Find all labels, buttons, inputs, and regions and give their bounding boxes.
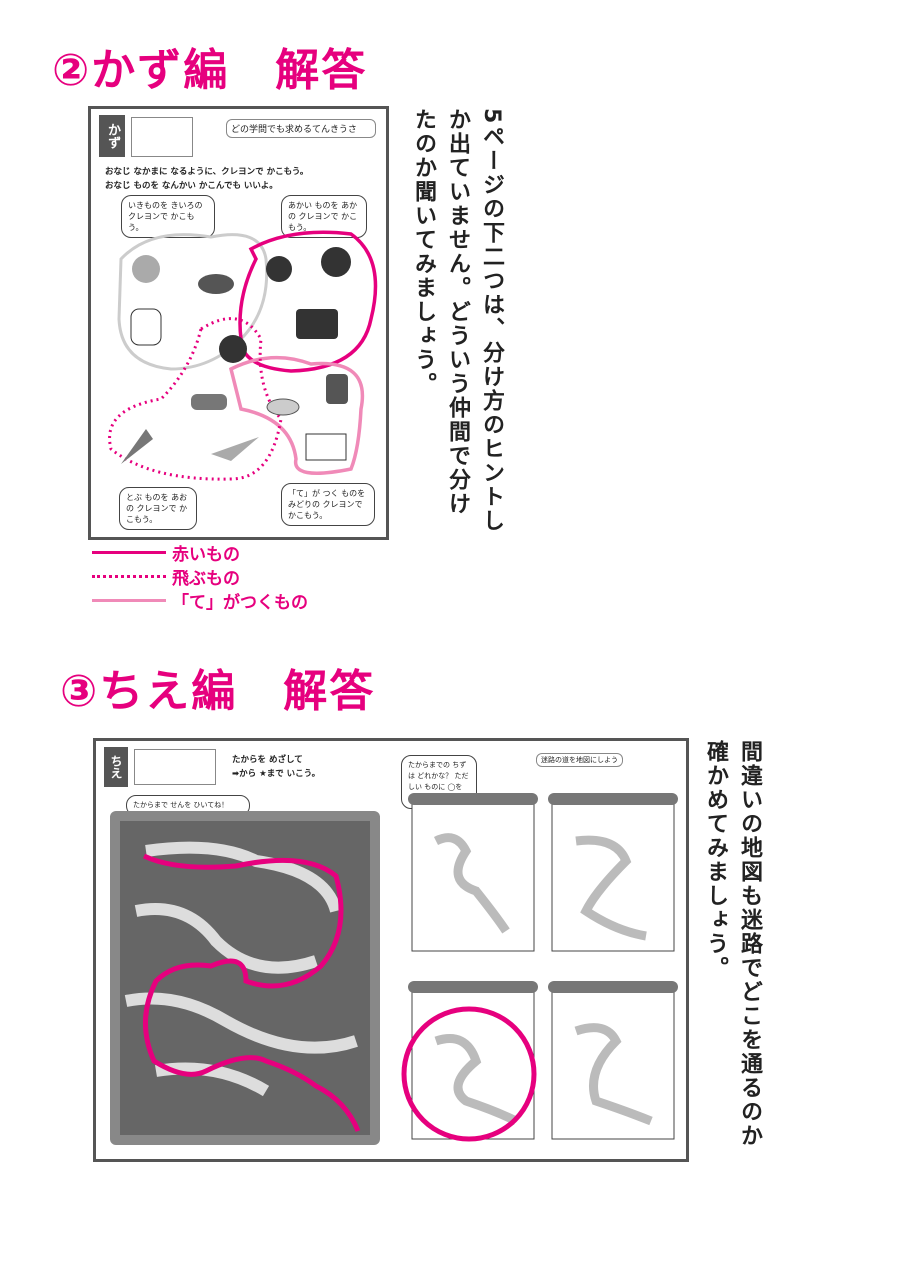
- strawberry-icon: [266, 256, 292, 282]
- chie-instruction-line1: たからを めざして: [232, 755, 303, 765]
- chie-worksheet-image: ちえ たからを めざして ➡から ★まで いこう。 たからまで せんを ひいてね…: [93, 738, 689, 1162]
- letter-icon: [305, 433, 347, 461]
- map-scroll-1: [408, 793, 538, 952]
- tomato-icon: [321, 247, 351, 277]
- chie-instruction-line2: ➡から ★まで いこう。: [232, 769, 321, 779]
- section2-note: 5ページの下二つは、分け方のヒントしか出ていません。どういう仲間で分けたのか聞い…: [411, 108, 504, 534]
- bubble-te: 「て」が つく ものを みどりの クレヨンで かこもう。: [281, 483, 375, 526]
- score-box: [131, 117, 193, 157]
- instruction-line2: おなじ ものを なんかい かこんでも いいよ。: [105, 181, 278, 191]
- legend-fly: 飛ぶもの: [92, 565, 240, 589]
- legend-te: 「て」がつくもの: [92, 589, 308, 613]
- chie-right-header: 迷路の道を地図にしよう: [536, 753, 623, 767]
- firetruck-icon: [296, 309, 338, 339]
- section3-note: 間違いの地図も迷路でどこを通るのか確かめてみましょう。: [703, 740, 762, 1148]
- legend-solid-line: [92, 550, 166, 554]
- fish-icon: [198, 274, 234, 294]
- glove-icon: [326, 374, 348, 404]
- legend-red: 赤いもの: [92, 541, 240, 565]
- map-scroll-2: [548, 793, 678, 952]
- helicopter-icon: [191, 394, 227, 410]
- instruction-line1: おなじ なかまに なるように、クレヨンで かこもう。: [105, 167, 309, 177]
- legend-label-fly: 飛ぶもの: [172, 568, 240, 589]
- cat-icon: [130, 308, 162, 346]
- chie-score-box: [134, 749, 216, 785]
- paper-plane-icon: [211, 437, 259, 461]
- section2-heading: ②かず編 解答: [52, 45, 368, 96]
- legend-dotted-line: [92, 574, 166, 578]
- snail-icon: [132, 255, 160, 283]
- kazu-tab: かず: [99, 115, 125, 157]
- legend-label-te: 「て」がつくもの: [172, 592, 308, 613]
- section3-heading: ③ちえ編 解答: [60, 666, 376, 717]
- legend-pink-line: [92, 598, 166, 602]
- bubble-living: いきものを きいろの クレヨンで かこもう。: [121, 195, 215, 238]
- answer-circle: [401, 1006, 537, 1142]
- worksheet-header: どの学問でも求めるてんきうさ: [226, 119, 376, 138]
- chie-tab: ちえ: [104, 747, 128, 787]
- map-scroll-4: [548, 981, 678, 1140]
- rocket-icon: [121, 429, 153, 464]
- shrimp-icon: [266, 398, 300, 416]
- legend-label-red: 赤いもの: [172, 544, 240, 565]
- bubble-fly: とぶ ものを あおの クレヨンで かこもう。: [119, 487, 197, 530]
- chie-illustrations: [110, 793, 678, 1145]
- kazu-worksheet-image: かず どの学問でも求めるてんきうさ おなじ なかまに なるように、クレヨンで か…: [88, 106, 389, 540]
- kazu-illustrations: [108, 230, 378, 481]
- ladybug-icon: [219, 335, 247, 363]
